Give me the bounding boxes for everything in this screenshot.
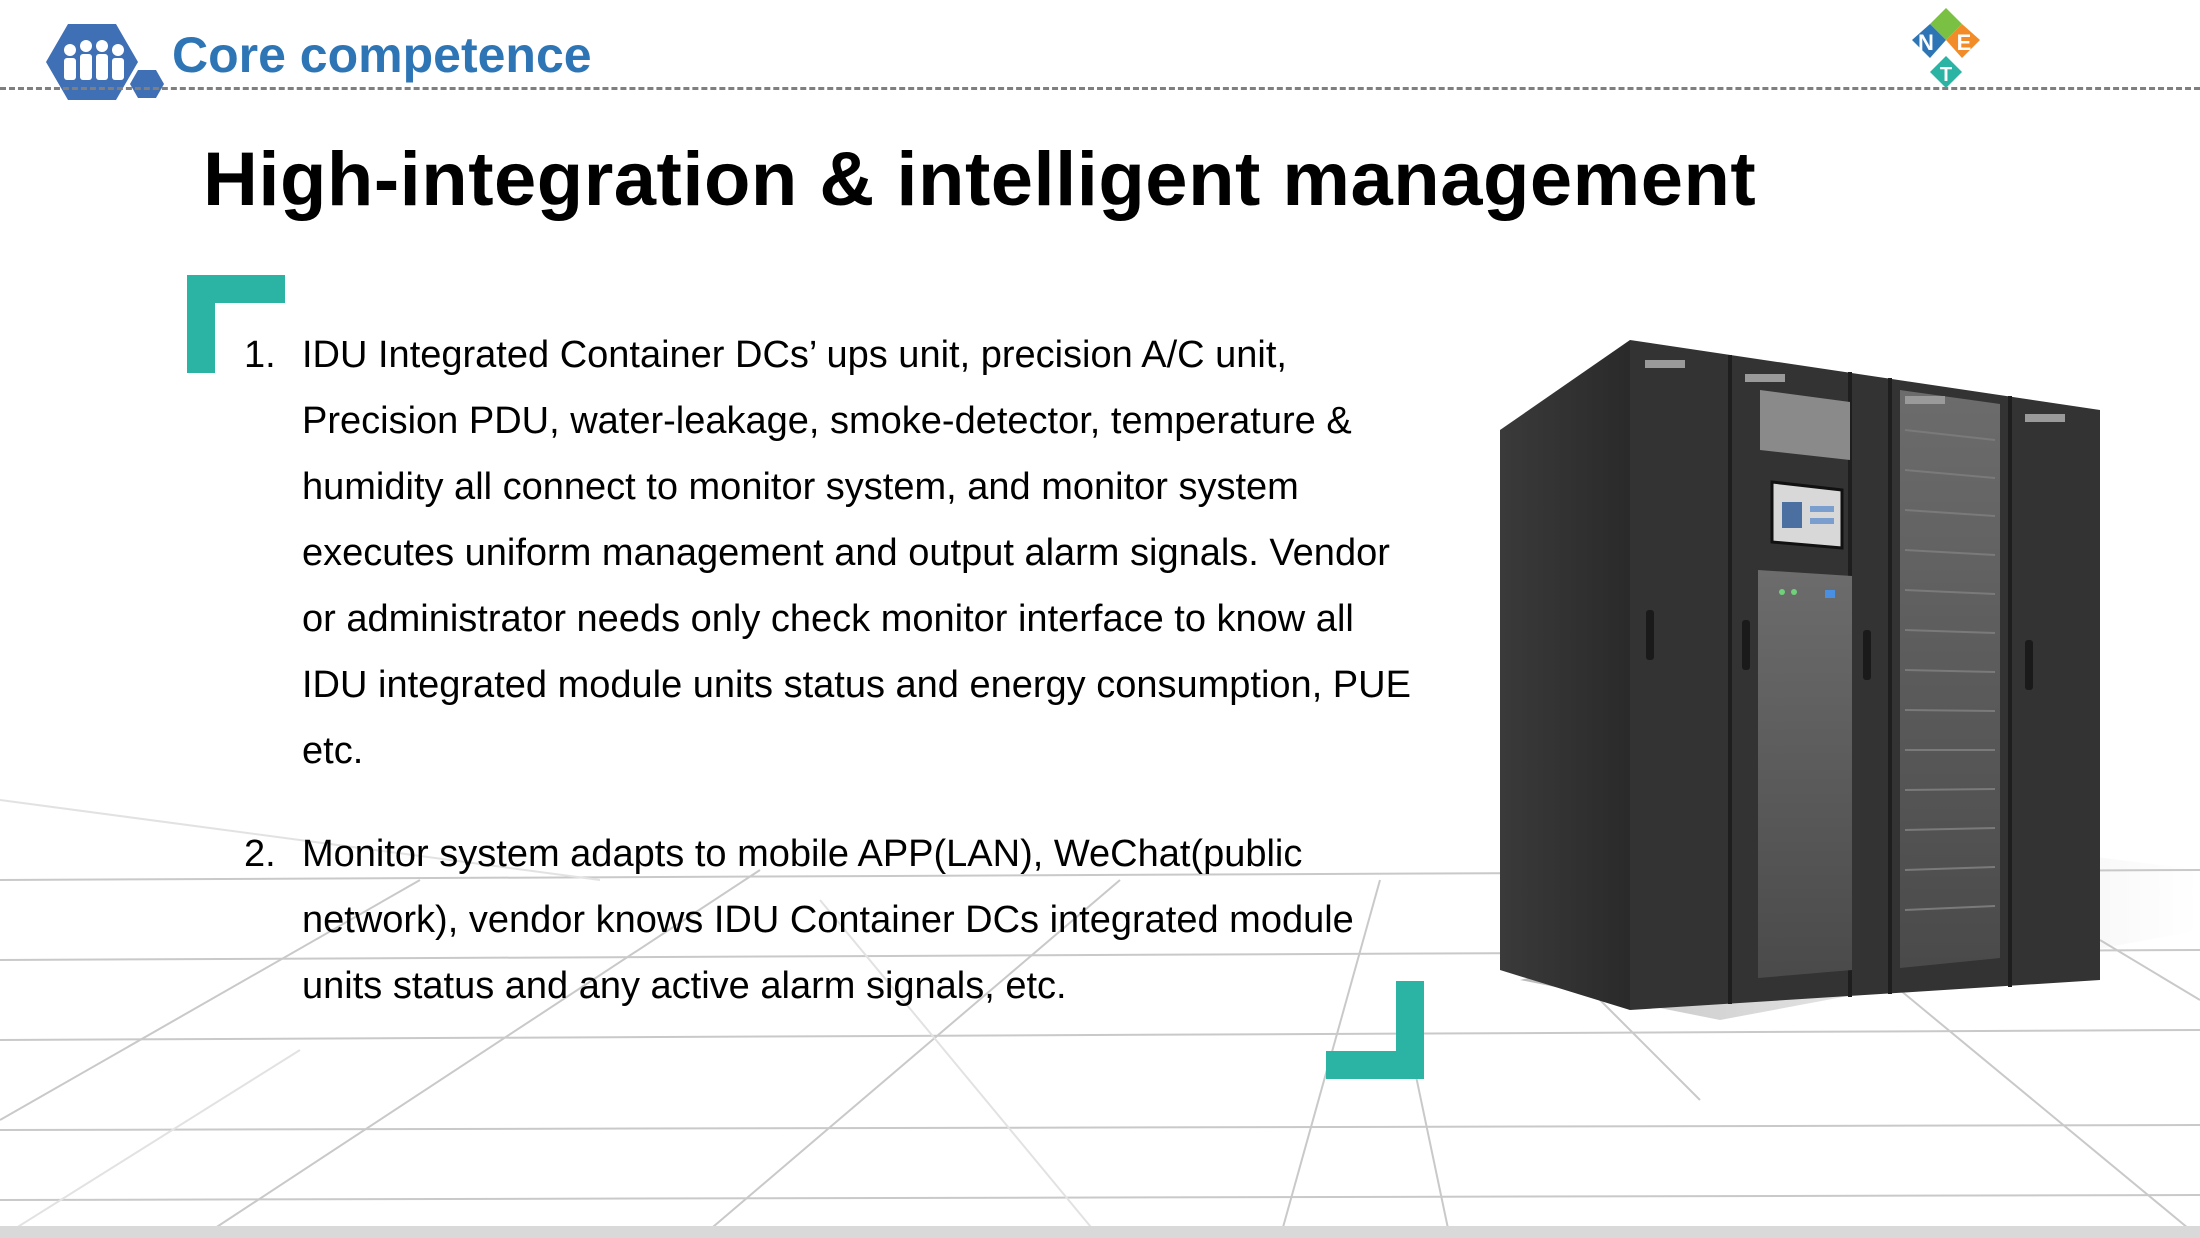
logo-letter-n: N — [1918, 30, 1934, 55]
logo-letter-e: E — [1957, 30, 1972, 55]
logo-letter-t: T — [1940, 64, 1952, 86]
list-item-text: Monitor system adapts to mobile APP(LAN)… — [302, 833, 1354, 1007]
slide-title: High-integration & intelligent managemen… — [203, 137, 1757, 222]
section-title: Core competence — [172, 27, 592, 83]
list-item-text: IDU Integrated Container DCs’ ups unit, … — [302, 334, 1411, 772]
corner-bracket-bottom-right — [1326, 981, 1424, 1079]
list-item-number: 1. — [244, 334, 276, 376]
list-item-number: 2. — [244, 833, 276, 875]
container-dc-product-image — [1500, 340, 2200, 1020]
corner-bracket-top-left — [187, 275, 285, 373]
people-hexagon-icon — [46, 24, 164, 100]
header-divider — [0, 87, 2200, 90]
bottom-bar — [0, 1226, 2200, 1238]
net-brand-logo: N E T — [1912, 8, 1980, 88]
